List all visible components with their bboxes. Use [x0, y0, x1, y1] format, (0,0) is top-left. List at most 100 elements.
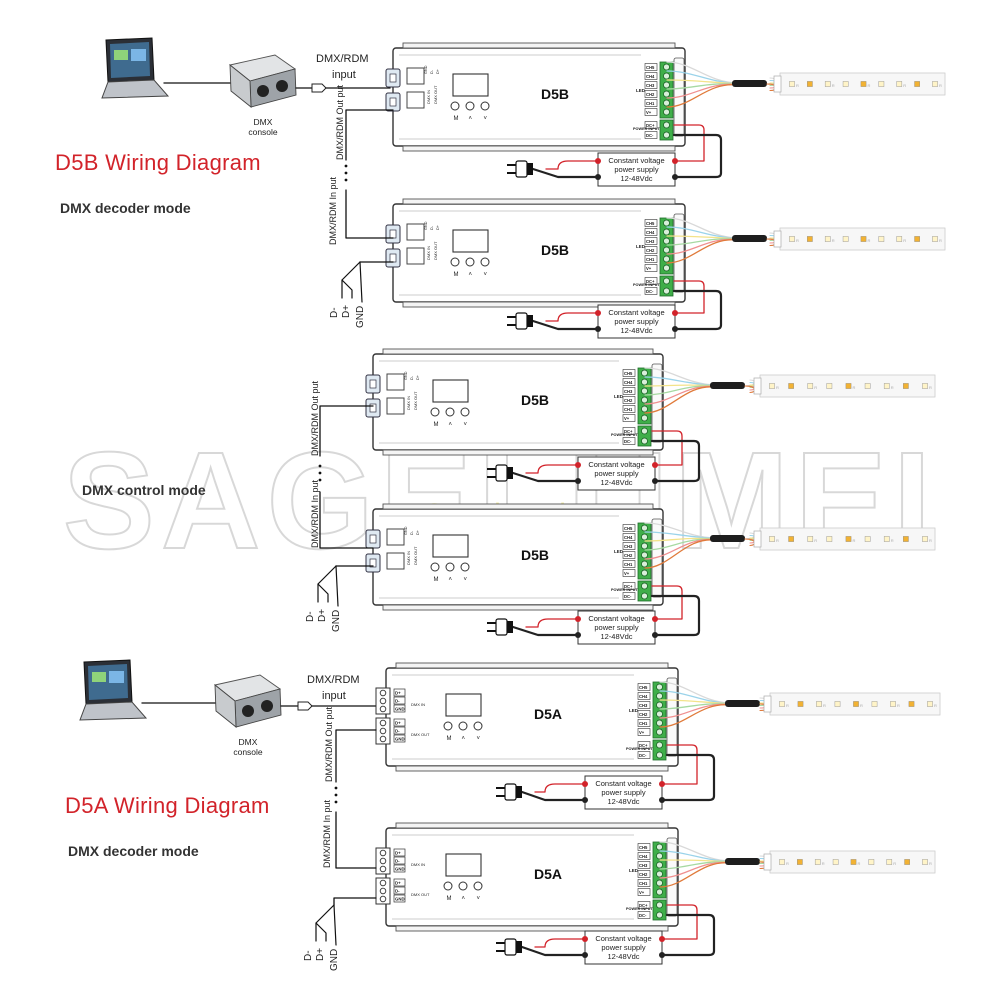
channel-label-box: [622, 560, 636, 568]
button-label: ˄: [449, 577, 453, 583]
control-button: [465, 101, 475, 111]
gnd-label: GND: [329, 949, 340, 971]
channel-label-box: [637, 692, 651, 700]
power-label: DC-: [624, 439, 632, 444]
psu-line-3: 12-48Vdc: [620, 326, 652, 335]
led-chip: [845, 383, 852, 389]
power-label-box: [644, 121, 658, 129]
channel-label: CH4: [639, 694, 648, 699]
control-button: [480, 257, 490, 267]
control-button: [450, 257, 460, 267]
led-chip: [832, 859, 839, 865]
controller-top-rail: [382, 348, 654, 355]
gnd-label: GND: [355, 306, 366, 328]
channel-label: CH4: [646, 230, 655, 235]
led-chip: [842, 236, 849, 242]
plug-collar: [516, 786, 522, 798]
led-screw: [641, 369, 648, 377]
channel-label: CH5: [639, 845, 648, 850]
resistor-mark: R: [853, 385, 856, 390]
rj45-outline: [386, 552, 405, 570]
button-label: ˄: [462, 896, 466, 902]
rj45-outline: [406, 247, 425, 265]
led-chip: [914, 81, 920, 87]
mains-wire-black: [531, 167, 600, 179]
controller-bottom-rail: [395, 765, 669, 772]
dmx-in-chain: [335, 811, 377, 869]
screen-panel: [109, 671, 124, 683]
screw-terminal: [379, 865, 387, 873]
power-supply-box: [597, 304, 676, 339]
resistor-mark: R: [786, 703, 789, 708]
led-screw: [663, 264, 670, 272]
power-input-label: POWER INPUT: [611, 433, 638, 437]
resistor-mark: R: [939, 83, 942, 88]
mains-wire-black: [520, 790, 587, 802]
led-chip: [896, 81, 903, 87]
button-label: M: [434, 422, 439, 428]
mains-plug: [487, 464, 513, 482]
button-label: ˅: [464, 422, 468, 428]
power-screw: [663, 277, 670, 285]
power-wire-black: [672, 289, 723, 331]
rj45-label: DMX OUT: [433, 241, 438, 260]
power-label-box: [622, 437, 636, 445]
channel-label: CH4: [639, 854, 648, 859]
dmx-rdm-label: DMX/RDM: [307, 674, 360, 686]
laptop: [101, 37, 170, 99]
header-pin-label: D-: [430, 69, 434, 74]
control-button: [443, 881, 453, 891]
strip-connector: [773, 230, 782, 248]
power-wire-black: [650, 594, 701, 637]
terminal-label: D-: [395, 889, 400, 894]
led-chip: [814, 859, 821, 865]
model-label: D5A: [534, 706, 562, 722]
power-input-label: POWER INPUT: [633, 283, 660, 287]
led-screw: [656, 683, 663, 691]
resistor-mark: R: [934, 703, 937, 708]
resistor-mark: R: [939, 238, 942, 243]
led-chip: [883, 536, 890, 542]
channel-label: CH5: [624, 526, 633, 531]
rj45-outline: [406, 223, 425, 241]
button-label: ˅: [464, 577, 468, 583]
header-pin-label: D+: [416, 374, 420, 380]
led-chip: [932, 81, 938, 87]
mains-wire-black: [511, 471, 580, 483]
channel-label-box: [622, 396, 636, 404]
terminal-label: D-: [395, 699, 400, 704]
resistor-mark: R: [853, 538, 856, 543]
power-supply-box: [577, 456, 656, 491]
header-pin-label: GND: [424, 221, 428, 230]
led-chip: [769, 536, 775, 542]
terminal-label-box: [393, 856, 406, 865]
terminal-label-box: [393, 848, 406, 857]
psu-line-1: Constant voltage: [588, 614, 644, 623]
controller-top-rail: [395, 662, 669, 669]
channel-label-box: [637, 701, 651, 709]
mains-wire-red: [525, 464, 579, 474]
psu-line-3: 12-48Vdc: [600, 478, 632, 487]
power-label: DC-: [639, 753, 647, 758]
psu-line-2: power supply: [601, 943, 645, 952]
led-chip: [850, 859, 857, 865]
channel-label-box: [644, 72, 658, 80]
resistor-mark: R: [832, 238, 835, 243]
header-pin-label: GND: [404, 526, 408, 535]
resistor-mark: R: [860, 703, 863, 708]
led-chip: [896, 236, 903, 242]
strip-connector: [763, 695, 772, 713]
xlr-socket: [276, 80, 288, 92]
led-chip: [826, 536, 833, 542]
psu-line-1: Constant voltage: [608, 308, 664, 317]
cable-sheath: [732, 80, 767, 87]
channel-label: CH5: [646, 65, 655, 70]
bus-terminator-wire: [341, 279, 353, 299]
terminal-label: D+: [395, 691, 401, 696]
mains-plug: [487, 618, 513, 636]
power-label-box: [622, 582, 636, 590]
